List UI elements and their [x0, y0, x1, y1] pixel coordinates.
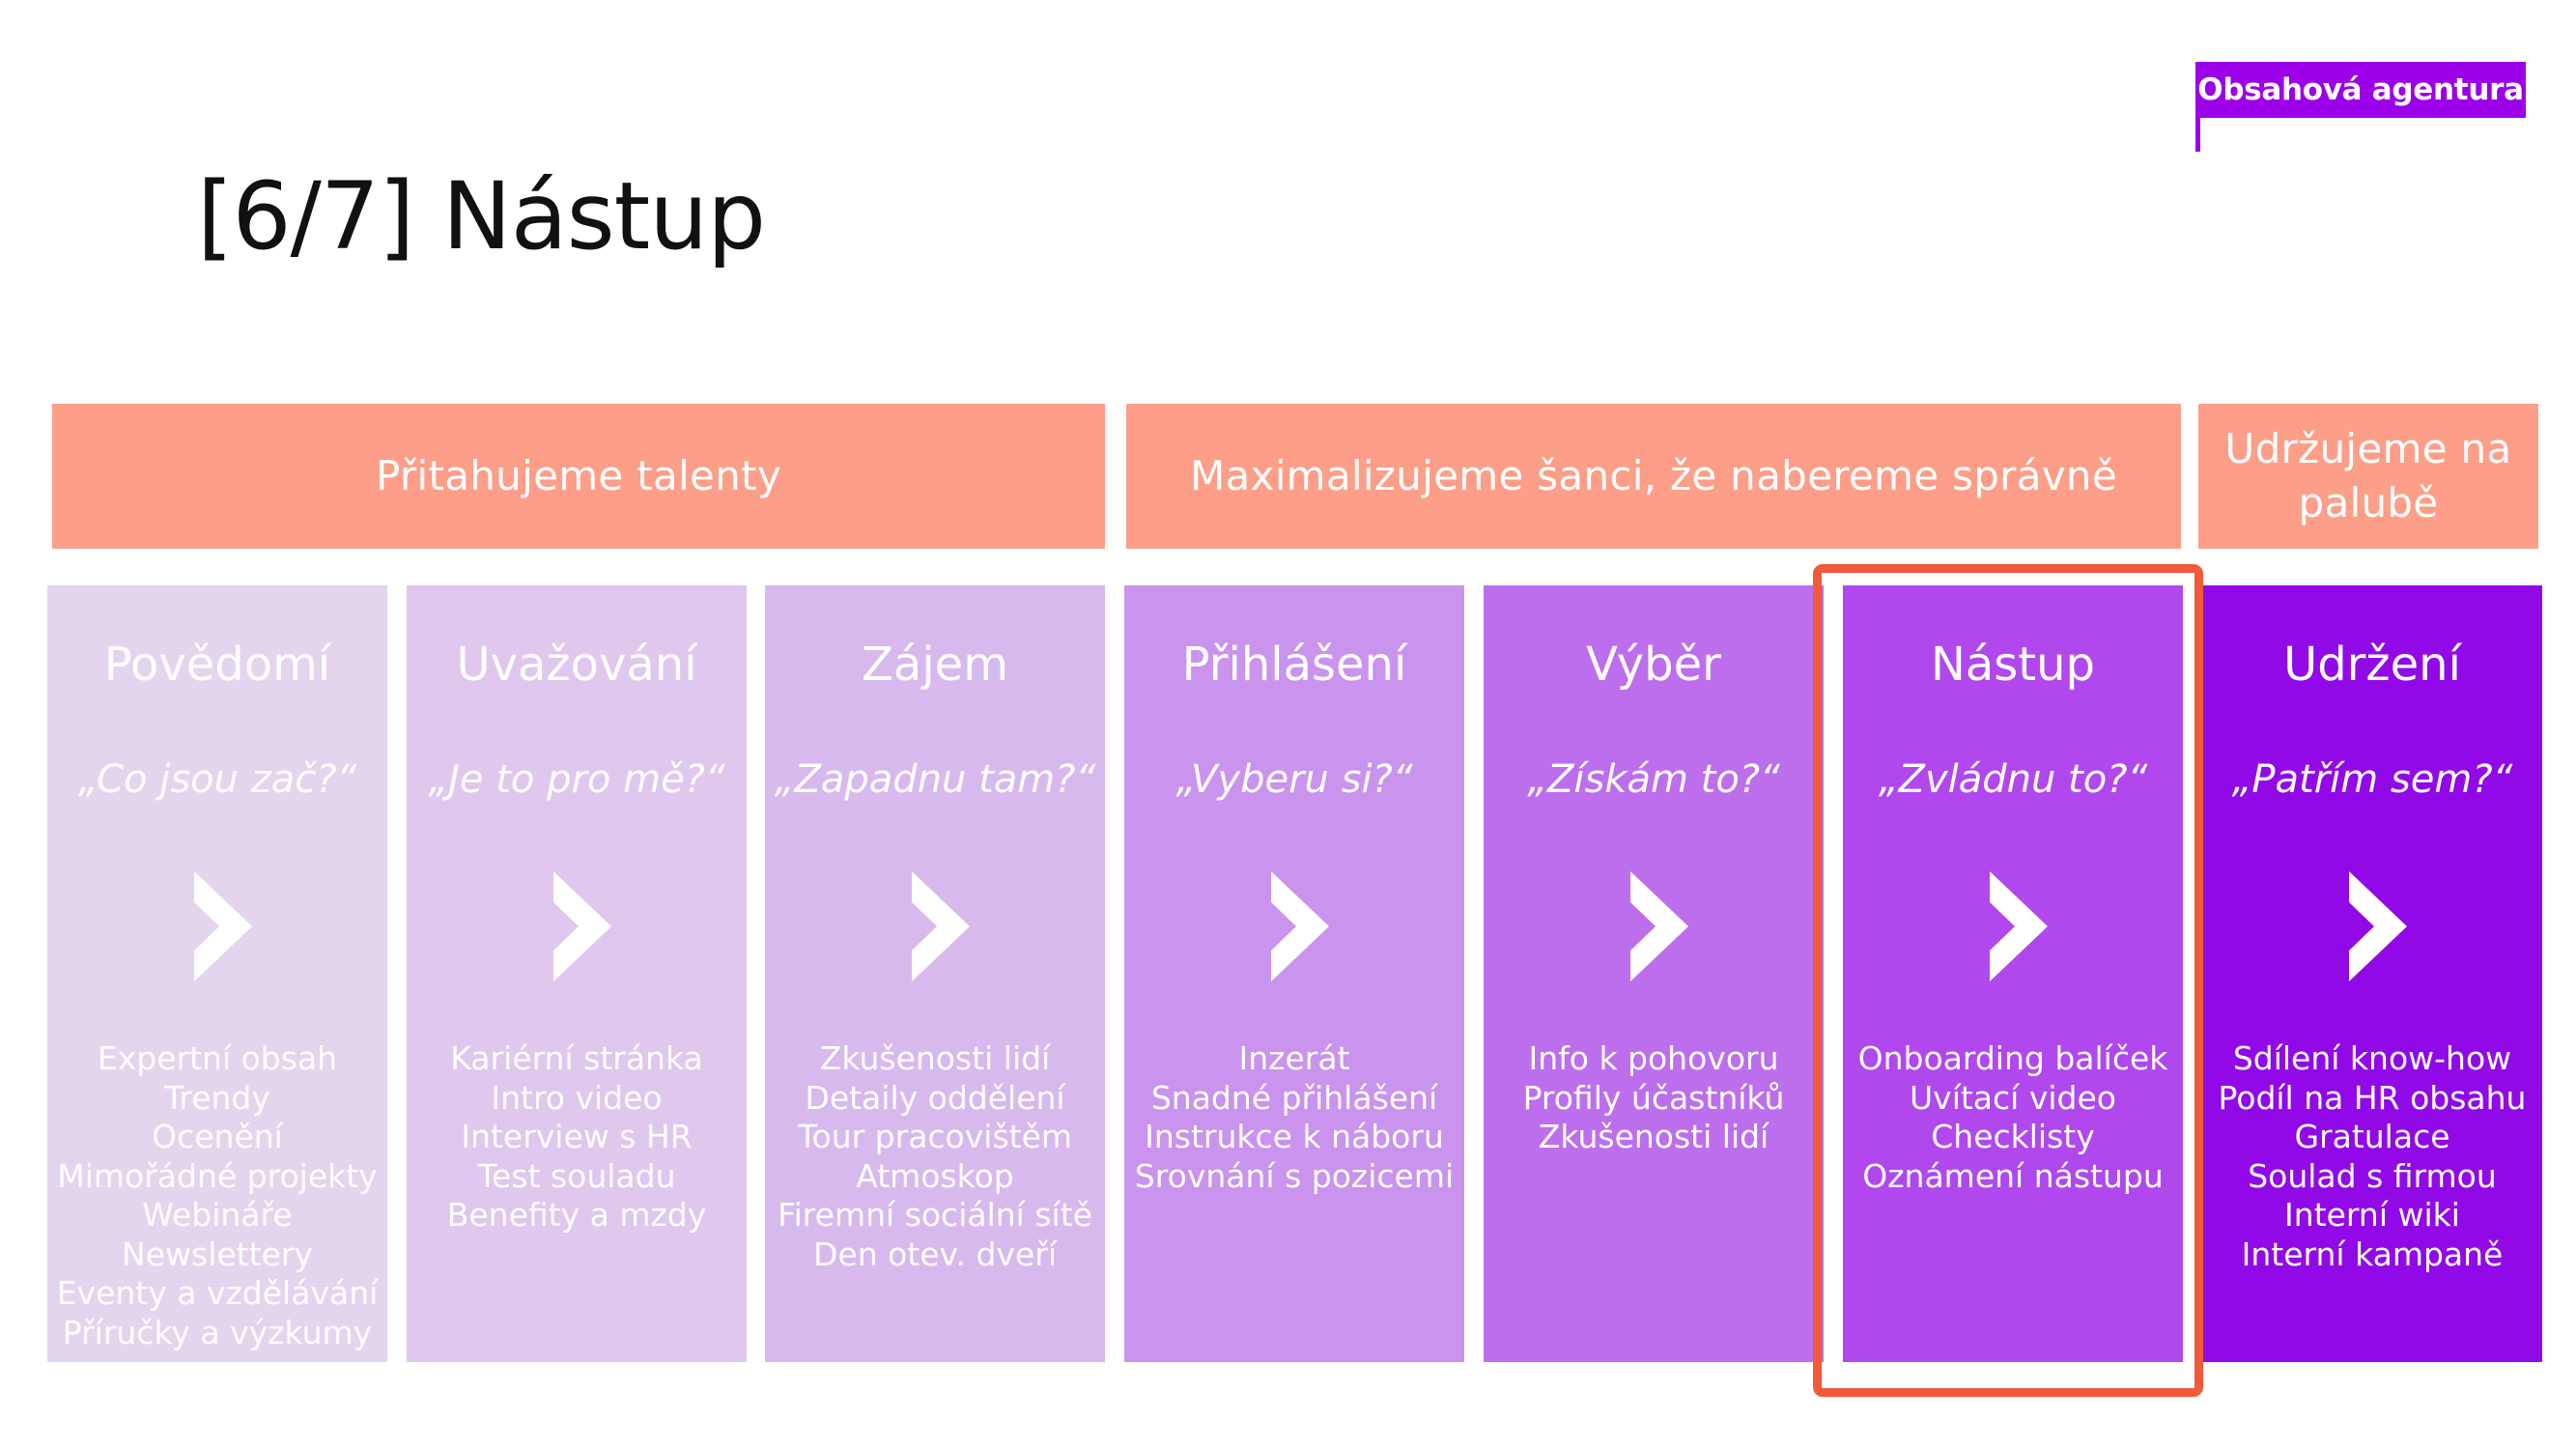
list-item: Soulad s firmou: [2248, 1156, 2497, 1195]
chevron-right-icon: [1271, 871, 1329, 981]
list-item: Inzerát: [1238, 1039, 1350, 1077]
list-item: Interní kampaně: [2241, 1235, 2504, 1273]
list-item: Sdílení know-how: [2232, 1039, 2512, 1077]
current-stage-highlight: [1813, 564, 2203, 1397]
group-label: Maximalizujeme šanci, že nabereme správn…: [1189, 452, 2117, 499]
list-item: Profily účastníků: [1522, 1078, 1785, 1117]
list-item: Eventy a vzdělávání: [56, 1274, 379, 1312]
list-item: Zkušenosti lidí: [819, 1039, 1051, 1077]
list-item: Gratulace: [2294, 1118, 2450, 1155]
chevron-right-icon: [2349, 871, 2407, 981]
list-item: Oznámení nástupu: [1862, 1156, 2164, 1195]
list-item: Atmoskop: [856, 1156, 1014, 1195]
group-bar-maximize: Maximalizujeme šanci, že nabereme správn…: [1126, 404, 2181, 549]
list-item: Test souladu: [477, 1156, 676, 1195]
list-item: Instrukce k náboru: [1145, 1118, 1444, 1155]
stage-name: Udržení: [2283, 638, 2461, 692]
stage-name: Uvažování: [456, 638, 697, 692]
list-item: Kariérní stránka: [450, 1039, 703, 1077]
list-item: Firemní sociální sítě: [778, 1196, 1092, 1234]
chevron-right-icon: [1990, 871, 2048, 981]
stage-question: „Co jsou zač?“: [77, 757, 357, 802]
stage-name: Výběr: [1586, 638, 1721, 692]
list-item: Uvítací video: [1910, 1078, 2116, 1117]
list-item: Den otev. dveří: [812, 1235, 1057, 1273]
list-item: Snadné přihlášení: [1150, 1078, 1438, 1117]
group-bar-retain: Udržujeme na palubě: [2198, 404, 2538, 549]
list-item: Info k pohovoru: [1528, 1039, 1779, 1077]
list-item: Expertní obsah: [97, 1039, 338, 1077]
group-bar-attract: Přitahujeme talenty: [52, 404, 1105, 549]
list-item: Webináře: [142, 1196, 293, 1234]
list-item: Zkušenosti lidí: [1538, 1118, 1769, 1155]
list-item: Intro video: [491, 1078, 663, 1117]
list-item: Checklisty: [1931, 1118, 2095, 1155]
stage-name: Přihlášení: [1181, 638, 1407, 692]
stage-name: Povědomí: [103, 638, 331, 692]
list-item: Podíl na HR obsahu: [2218, 1078, 2527, 1117]
list-item: Interview s HR: [461, 1118, 693, 1155]
list-item: Ocenění: [152, 1118, 283, 1155]
chevron-right-icon: [194, 871, 252, 981]
stage-question: „Je to pro mě?“: [428, 757, 725, 802]
list-item: Trendy: [164, 1078, 270, 1117]
chevron-right-icon: [1630, 871, 1688, 981]
list-item: Tour pracovištěm: [797, 1118, 1073, 1155]
stage-column-2: Uvažování „Je to pro mě?“ Kariérní stránka…: [407, 585, 747, 1362]
group-label: Přitahujeme talenty: [376, 452, 781, 499]
list-item: Interní wiki: [2284, 1196, 2460, 1234]
stage-name: Zájem: [862, 638, 1008, 692]
stage-name: Nástup: [1930, 638, 2096, 692]
list-item: Mimořádné projekty: [57, 1156, 378, 1195]
chevron-right-icon: [553, 871, 611, 981]
stage-question: „Vyberu si?“: [1175, 757, 1413, 802]
group-label: Udržujeme na palubě: [2224, 425, 2512, 526]
chevron-right-icon: [912, 871, 970, 981]
stage-question: „Zapadnu tam?“: [774, 757, 1096, 802]
list-item: Benefity a mzdy: [446, 1196, 707, 1234]
list-item: Příručky a výzkumy: [62, 1313, 373, 1351]
stage-question: „Patřím sem?“: [2231, 757, 2513, 802]
list-item: Detaily oddělení: [805, 1078, 1065, 1117]
brand-badge: Obsahová agentura: [2195, 62, 2526, 118]
list-item: Newslettery: [122, 1235, 313, 1273]
stage-question: „Zvládnu to?“: [1878, 757, 2148, 802]
list-item: Onboarding balíček: [1857, 1039, 2168, 1077]
list-item: Srovnání s pozicemi: [1134, 1156, 1455, 1195]
stage-question: „Získám to?“: [1527, 757, 1780, 802]
slide-title: [6/7] Nástup: [197, 162, 766, 270]
